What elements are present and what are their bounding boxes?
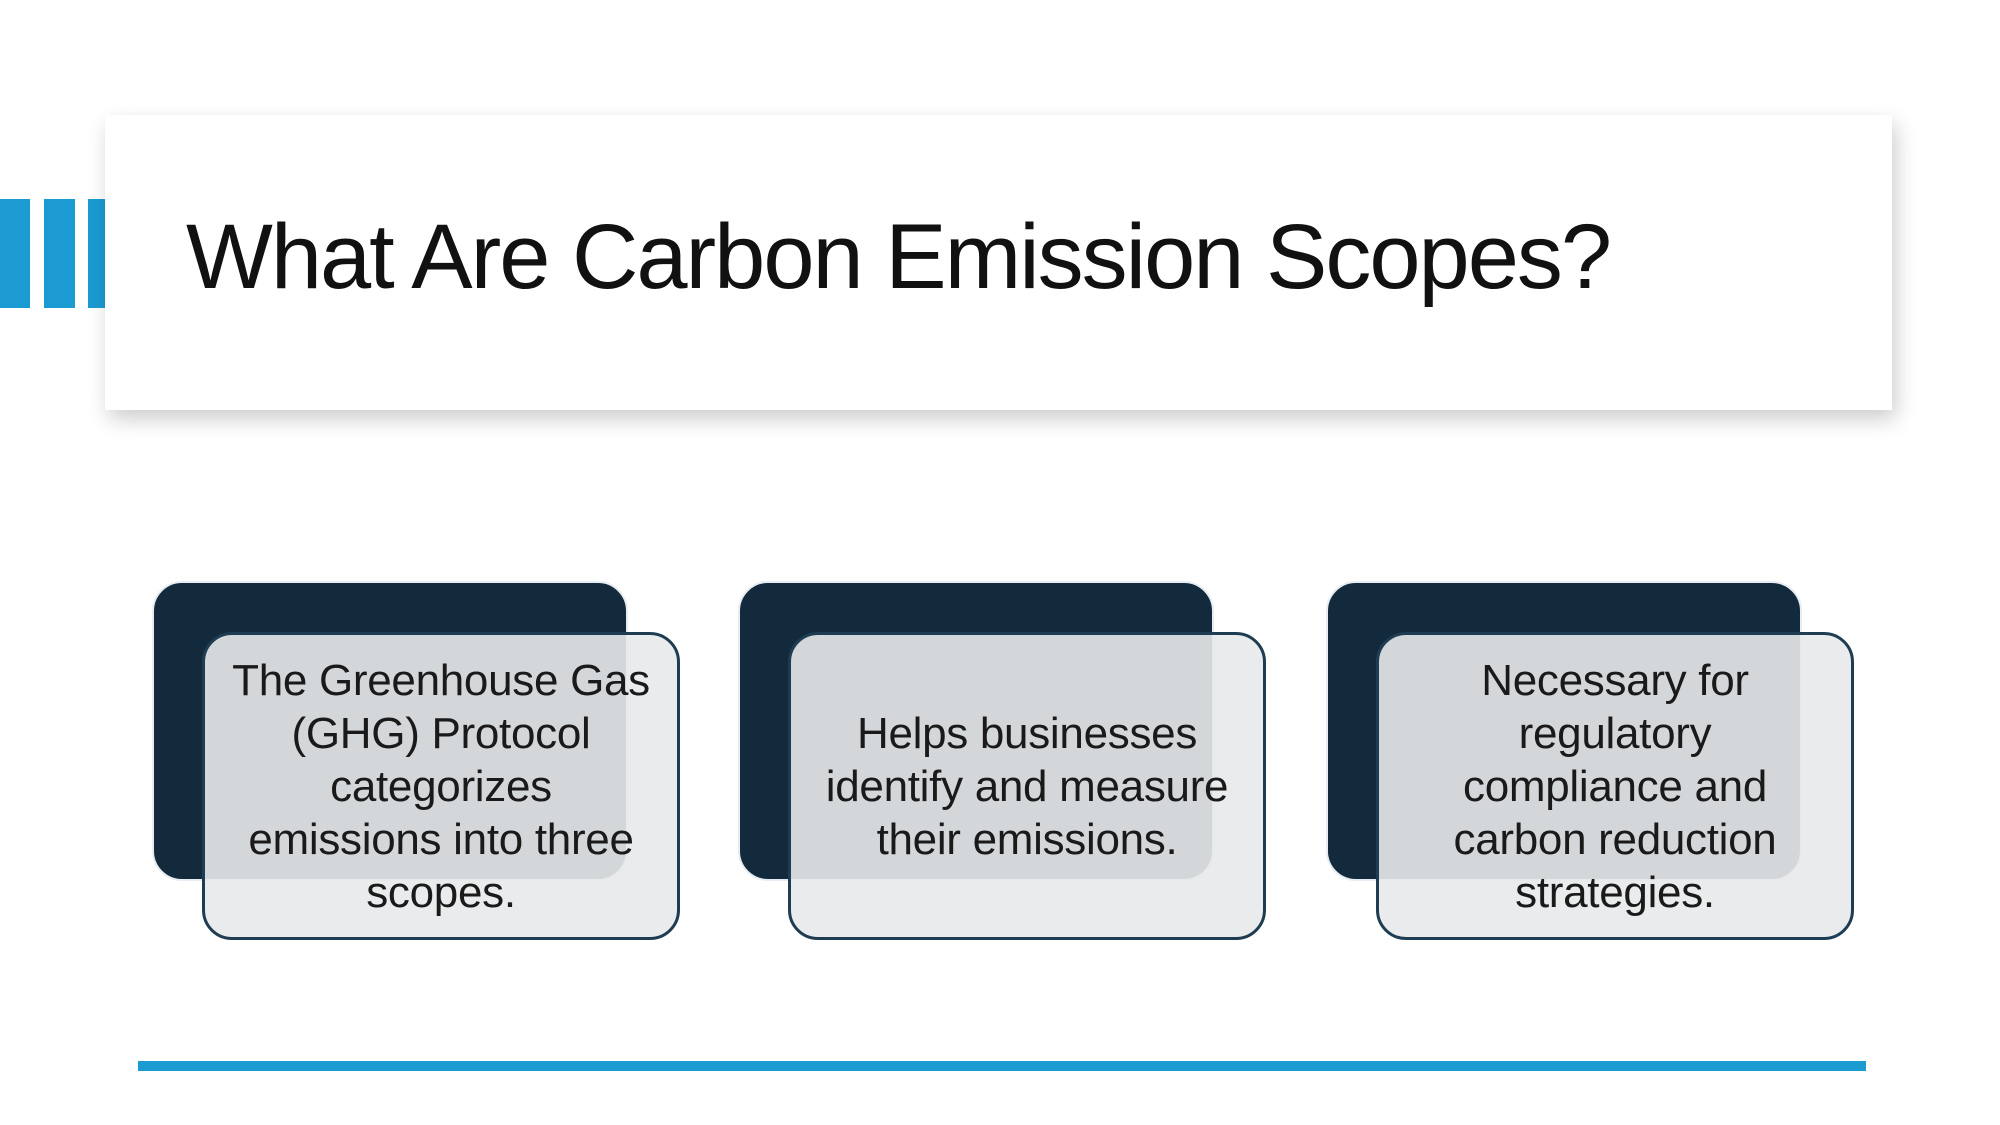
info-card: The Greenhouse Gas (GHG) Protocol catego… bbox=[152, 581, 682, 946]
card-text-panel: The Greenhouse Gas (GHG) Protocol catego… bbox=[202, 632, 680, 940]
bottom-accent-line bbox=[138, 1061, 1866, 1071]
card-text: Helps businesses identify and measure th… bbox=[825, 708, 1229, 864]
accent-bar bbox=[0, 199, 30, 308]
card-text: Necessary for regulatory compliance and … bbox=[1453, 655, 1777, 917]
card-text: The Greenhouse Gas (GHG) Protocol catego… bbox=[232, 655, 650, 917]
page-title: What Are Carbon Emission Scopes? bbox=[186, 206, 1612, 308]
card-text-panel: Necessary for regulatory compliance and … bbox=[1376, 632, 1854, 940]
title-card: What Are Carbon Emission Scopes? bbox=[105, 115, 1892, 410]
card-text-panel: Helps businesses identify and measure th… bbox=[788, 632, 1266, 940]
accent-bar bbox=[44, 199, 75, 308]
info-card: Necessary for regulatory compliance and … bbox=[1326, 581, 1856, 946]
info-card: Helps businesses identify and measure th… bbox=[738, 581, 1268, 946]
